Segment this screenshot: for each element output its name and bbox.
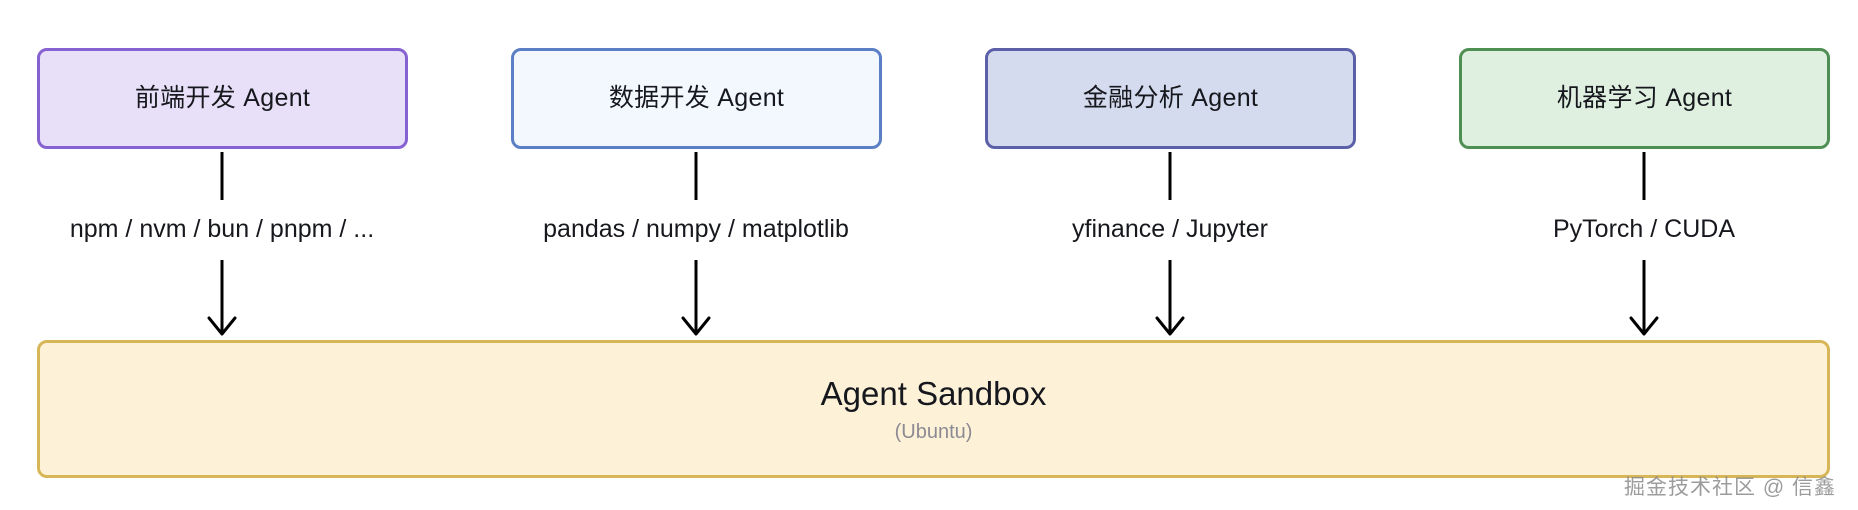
agent-box-data[interactable]: 数据开发 Agent <box>511 48 882 149</box>
agent-sandbox-subtitle: (Ubuntu) <box>894 420 973 443</box>
agent-sandbox-box[interactable]: Agent Sandbox (Ubuntu) <box>37 340 1830 478</box>
watermark: 掘金技术社区 @ 信鑫 <box>1624 476 1836 499</box>
agent-box-label: 数据开发 Agent <box>608 83 785 112</box>
agent-box-label: 前端开发 Agent <box>134 83 311 112</box>
agent-box-finance[interactable]: 金融分析 Agent <box>985 48 1356 149</box>
edge-label-finance-tools: yfinance / Jupyter <box>1066 215 1274 244</box>
agent-box-machine-learning[interactable]: 机器学习 Agent <box>1459 48 1830 149</box>
edge-label-frontend-tools: npm / nvm / bun / pnpm / ... <box>63 215 381 244</box>
agent-box-frontend[interactable]: 前端开发 Agent <box>37 48 408 149</box>
agent-sandbox-title: Agent Sandbox <box>820 375 1047 413</box>
edge-label-ml-tools: PyTorch / CUDA <box>1547 215 1741 244</box>
edge-label-data-tools: pandas / numpy / matplotlib <box>537 215 855 244</box>
agent-box-label: 机器学习 Agent <box>1556 83 1733 112</box>
agent-box-label: 金融分析 Agent <box>1082 83 1259 112</box>
